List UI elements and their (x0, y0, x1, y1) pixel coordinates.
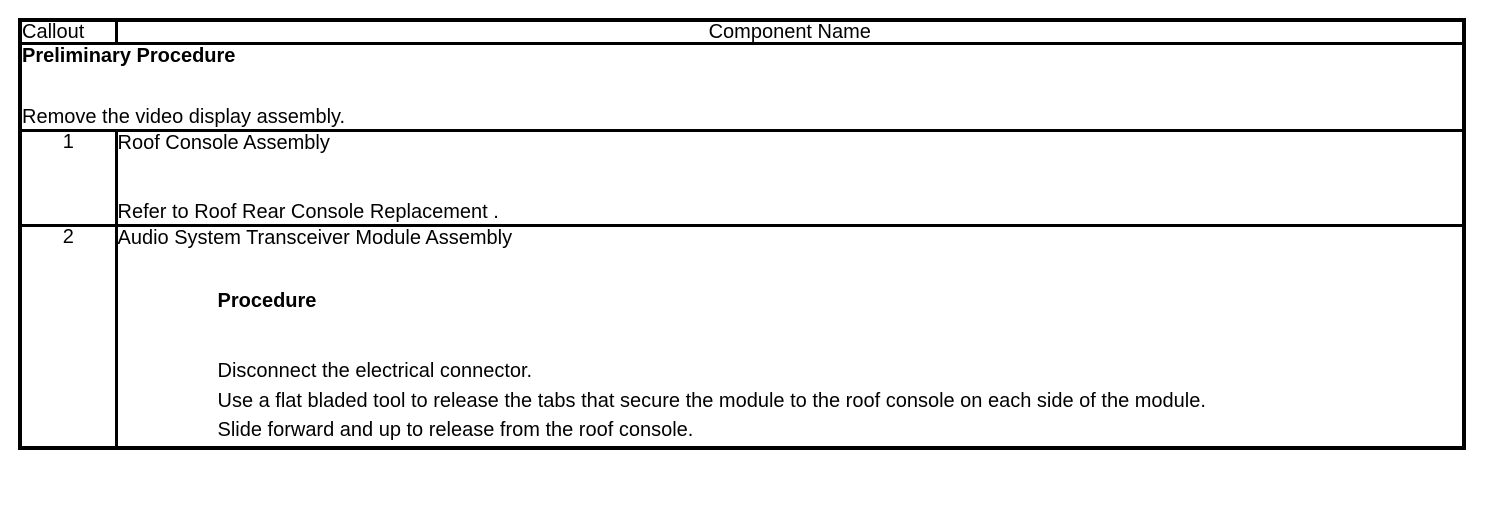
table-row: 2 Audio System Transceiver Module Assemb… (18, 223, 1466, 450)
procedure-step: Use a flat bladed tool to release the ta… (217, 389, 1206, 412)
vertical-spacer (118, 313, 1463, 357)
procedure-step: Slide forward and up to release from the… (217, 419, 694, 442)
table-header: Callout Component Name (18, 18, 1466, 45)
refer-to-link-1[interactable]: Refer to Roof Rear Console Replacement . (117, 201, 499, 223)
table-row: 1 Roof Console Assembly Refer to Roof Re… (18, 129, 1466, 227)
vertical-spacer (118, 250, 1463, 290)
component-cell-1: Roof Console Assembly Refer to Roof Rear… (114, 129, 1466, 227)
procedure-step-list: Disconnect the electrical connector. Use… (118, 357, 1463, 446)
vertical-spacer (22, 68, 1462, 106)
component-name-1: Roof Console Assembly (117, 132, 330, 154)
column-header-component-name: Component Name (114, 18, 1466, 45)
table-header-row: Callout Component Name (18, 18, 1466, 45)
callout-component-table: Callout Component Name Preliminary Proce… (18, 18, 1466, 450)
procedure-heading-2: Procedure (217, 290, 317, 312)
preliminary-procedure-row: Preliminary Procedure Remove the video d… (18, 42, 1466, 132)
callout-number-1: 1 (18, 129, 118, 227)
preliminary-procedure-title: Preliminary Procedure (22, 45, 236, 67)
table-body: Preliminary Procedure Remove the video d… (18, 42, 1466, 450)
component-name-2: Audio System Transceiver Module Assembly (117, 227, 513, 249)
callout-number-2: 2 (18, 223, 118, 450)
column-header-callout: Callout (18, 18, 118, 45)
preliminary-procedure-body: Remove the video display assembly. (22, 106, 346, 128)
vertical-spacer (118, 155, 1463, 201)
procedure-step: Disconnect the electrical connector. (217, 360, 533, 382)
component-cell-2: Audio System Transceiver Module Assembly… (114, 223, 1466, 450)
preliminary-procedure-cell: Preliminary Procedure Remove the video d… (18, 42, 1466, 132)
